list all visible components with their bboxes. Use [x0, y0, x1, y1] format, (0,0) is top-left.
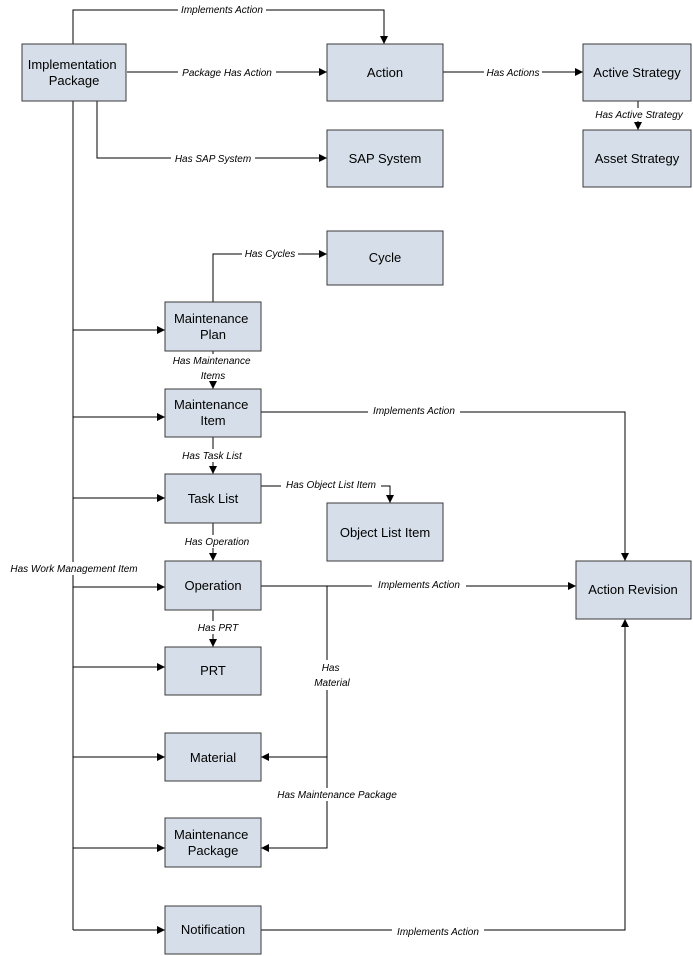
node-label: Cycle	[369, 250, 402, 265]
edge-label-implements-action-notification: Implements Action	[397, 927, 479, 938]
node-action-revision: Action Revision	[575, 560, 692, 620]
edge-has-cycles	[212, 250, 327, 302]
edge-has-maintenance-package	[261, 757, 328, 852]
edge-implements-action-notification	[261, 619, 629, 931]
edge-label-has-prt: Has PRT	[198, 623, 239, 634]
edge-label-has-maintenance-items: Has Maintenance Items	[173, 356, 254, 382]
node-label: Maintenance Package	[174, 827, 252, 858]
edge-labels: Implements Action Package Has Action Has…	[4, 3, 687, 938]
node-label: Action Revision	[588, 582, 678, 597]
node-operation: Operation	[164, 560, 262, 611]
edge-label-has-work-management-item: Has Work Management Item	[10, 564, 137, 575]
node-maintenance-plan: Maintenance Plan	[164, 301, 262, 352]
node-prt: PRT	[164, 646, 262, 696]
edge-label-implements-action-top: Implements Action	[181, 5, 263, 16]
node-label: Operation	[184, 578, 241, 593]
edge-label-has-object-list-item: Has Object List Item	[286, 480, 376, 491]
node-cycle: Cycle	[326, 230, 444, 286]
node-label: Action	[367, 65, 403, 80]
edge-label-has-operation: Has Operation	[185, 537, 250, 548]
node-label: SAP System	[349, 151, 422, 166]
node-sap-system: SAP System	[326, 129, 444, 188]
edge-label-has-active-strategy: Has Active Strategy	[595, 110, 683, 121]
node-action: Action	[326, 43, 444, 102]
node-implementation-package: Implementation Package	[21, 43, 127, 102]
node-label: Asset Strategy	[595, 151, 680, 166]
node-task-list: Task List	[164, 473, 262, 524]
node-asset-strategy: Asset Strategy	[582, 129, 692, 188]
node-maintenance-item: Maintenance Item	[164, 388, 262, 438]
node-object-list-item: Object List Item	[326, 502, 444, 562]
node-maintenance-package: Maintenance Package	[164, 817, 262, 868]
node-label: Material	[190, 750, 236, 765]
edge-label-implements-action-item: Implements Action	[373, 406, 455, 417]
node-label: Notification	[181, 922, 245, 937]
node-label: Active Strategy	[593, 65, 681, 80]
node-label: Maintenance Item	[174, 397, 252, 428]
edge-label-has-actions: Has Actions	[487, 68, 540, 79]
node-label: Object List Item	[340, 525, 430, 540]
node-active-strategy: Active Strategy	[582, 43, 692, 102]
edge-has-sap-system	[96, 101, 327, 162]
edge-label-package-has-action: Package Has Action	[182, 68, 272, 79]
edge-label-has-maintenance-package: Has Maintenance Package	[277, 790, 397, 801]
node-label: PRT	[200, 663, 226, 678]
node-notification: Notification	[164, 905, 262, 955]
node-label: Implementation Package	[28, 57, 121, 88]
edge-label-has-cycles: Has Cycles	[245, 249, 296, 260]
node-material: Material	[164, 732, 262, 782]
edge-label-has-material: Has Material	[314, 663, 350, 689]
edge-label-has-task-list: Has Task List	[182, 451, 243, 462]
node-label: Maintenance Plan	[174, 311, 252, 342]
node-label: Task List	[188, 491, 239, 506]
nodes: Implementation Package Action Active Str…	[21, 43, 692, 955]
edge-label-implements-action-operation: Implements Action	[378, 580, 460, 591]
edge-label-has-sap-system: Has SAP System	[175, 154, 251, 165]
